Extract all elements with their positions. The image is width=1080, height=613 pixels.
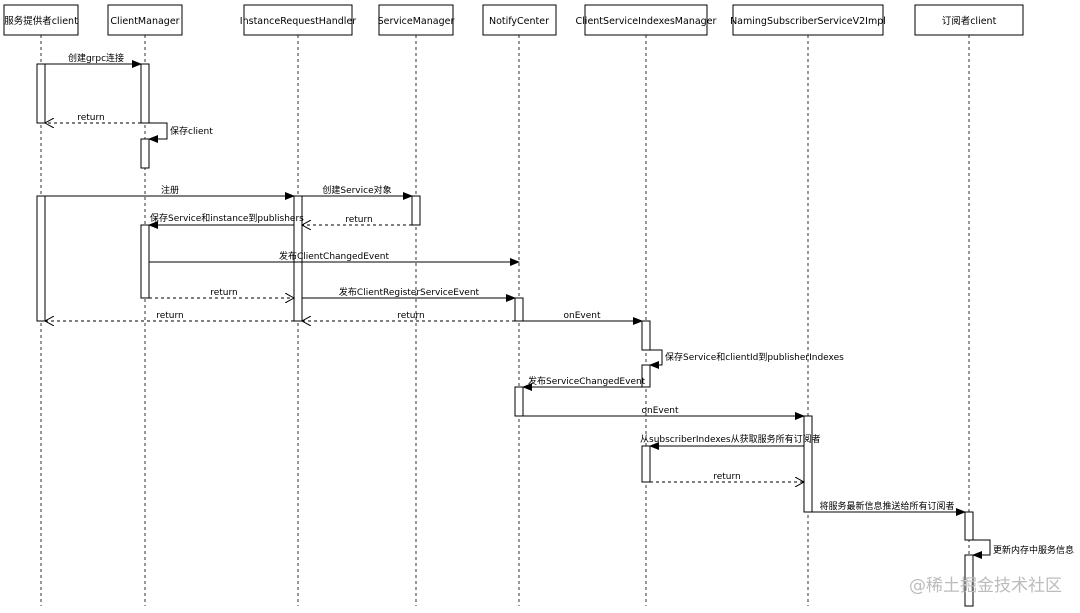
self-message-arrow	[649, 349, 663, 369]
message-label: 将服务最新信息推送给所有订阅者	[819, 500, 954, 512]
message-label: 保存client	[170, 125, 213, 137]
message-label: 创建Service对象	[322, 184, 391, 196]
message-label: onEvent	[642, 406, 679, 416]
activation-box	[36, 63, 46, 124]
activations	[36, 63, 974, 607]
participant-header-instance-request-handler: InstanceRequestHandler	[240, 4, 356, 36]
activation-box	[641, 364, 651, 388]
message-label: 更新内存中服务信息	[993, 544, 1074, 556]
message-label: onEvent	[564, 311, 601, 321]
activation-box	[514, 386, 524, 417]
activation-box	[140, 224, 150, 299]
watermark-text: @稀土掘金技术社区	[909, 576, 1062, 596]
activation-box	[964, 511, 974, 541]
message-label: 创建grpc连接	[68, 52, 124, 64]
participant-header-naming-subscriber-service: NamingSubscriberServiceV2Impl	[730, 4, 886, 36]
activation-box	[964, 554, 974, 607]
message-label: 发布ServiceChangedEvent	[528, 375, 646, 387]
participant-label: 订阅者client	[942, 15, 997, 27]
activation-box	[140, 138, 150, 169]
activation-box	[641, 320, 651, 351]
message-label: return	[156, 311, 184, 321]
activation-box	[140, 63, 150, 124]
participant-header-service-manager: ServiceManager	[378, 4, 455, 36]
message-label: return	[210, 288, 238, 298]
participant-header-notify-center: NotifyCenter	[482, 4, 557, 36]
activation-box	[641, 445, 651, 483]
message-label: return	[713, 472, 741, 482]
message-label: 发布ClientChangedEvent	[279, 250, 389, 262]
message-label: 保存Service和instance到publishers	[150, 212, 304, 224]
participant-label: 服务提供者client	[4, 15, 78, 27]
message-label: 保存Service和clientId到publisherIndexes	[665, 351, 844, 363]
participant-header-subscriber-client: 订阅者client	[914, 4, 1024, 36]
activation-box	[36, 195, 46, 322]
message-label: 发布ClientRegisterServiceEvent	[339, 286, 480, 298]
messages	[45, 60, 991, 559]
message-label: 注册	[161, 184, 179, 196]
participant-label: NotifyCenter	[489, 16, 549, 27]
message-labels: 创建grpc连接 return 保存client 注册 创建Service对象 …	[68, 52, 1074, 556]
message-label: return	[345, 215, 373, 225]
participant-header-provider-client: 服务提供者client	[3, 4, 79, 36]
participant-label: ClientServiceIndexesManager	[576, 16, 717, 27]
activation-box	[803, 415, 813, 513]
self-message-arrow	[972, 539, 991, 559]
self-message-arrow	[148, 122, 168, 143]
message-label: 从subscriberIndexes从获取服务所有订阅者	[640, 433, 821, 445]
message-label: return	[397, 311, 425, 321]
participant-label: InstanceRequestHandler	[240, 16, 356, 27]
participant-label: ServiceManager	[378, 16, 455, 27]
participant-label: NamingSubscriberServiceV2Impl	[730, 16, 886, 27]
participant-header-client-manager: ClientManager	[107, 4, 183, 36]
participant-label: ClientManager	[110, 16, 179, 27]
participant-header-client-service-indexes-manager: ClientServiceIndexesManager	[576, 4, 717, 36]
activation-box	[293, 195, 303, 322]
activation-box	[411, 195, 421, 226]
activation-box	[514, 297, 524, 322]
message-label: return	[77, 113, 105, 123]
